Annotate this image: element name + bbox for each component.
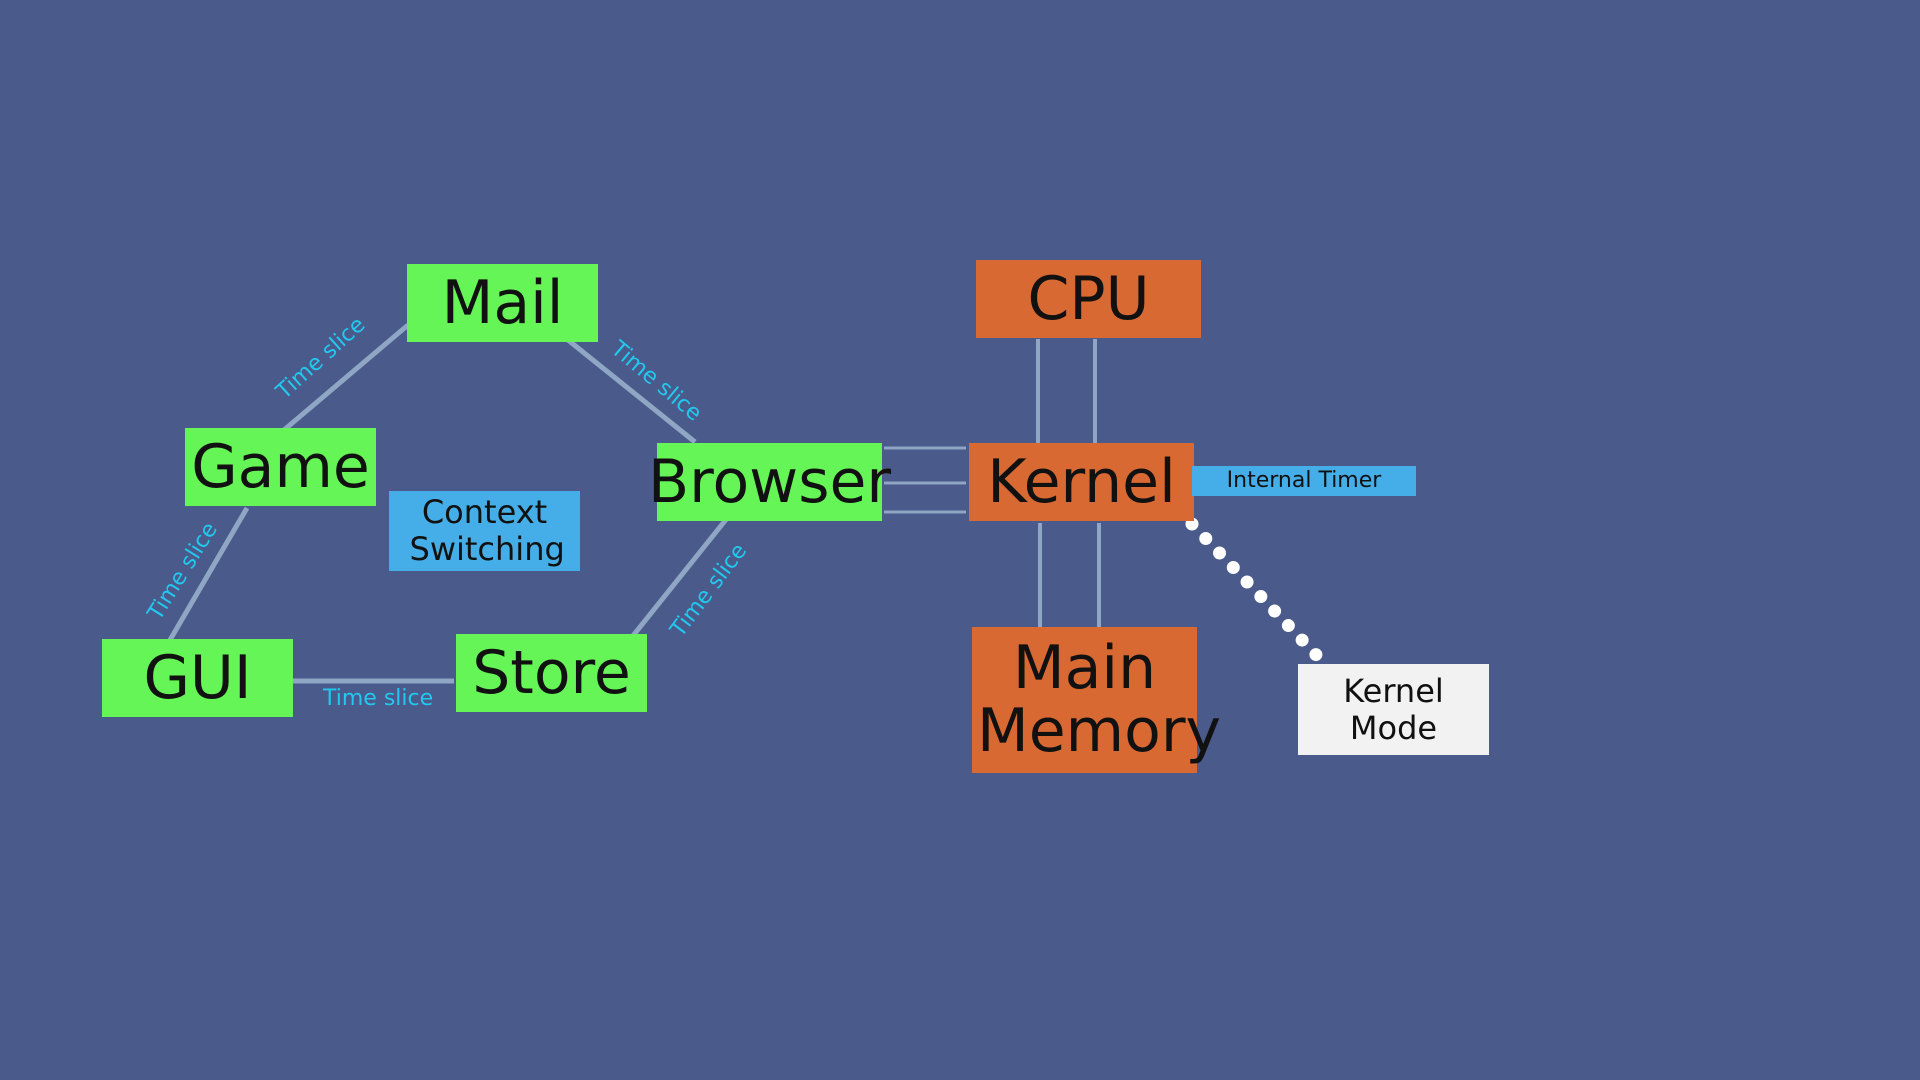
edge-store-browser — [630, 510, 734, 639]
context-switching-box: Context Switching — [389, 491, 580, 571]
process-browser-label: Browser — [647, 446, 892, 517]
kernel-mode-label: Kernel Mode — [1343, 671, 1444, 747]
cpu-label: CPU — [1027, 263, 1150, 334]
main-memory-label: Main Memory — [977, 633, 1222, 766]
context-switching-label: Context Switching — [409, 493, 565, 568]
process-gui-label: GUI — [143, 642, 252, 713]
process-mail-label: Mail — [441, 267, 564, 338]
cpu-box: CPU — [976, 260, 1201, 338]
process-mail: Mail — [407, 264, 598, 342]
process-gui: GUI — [102, 639, 293, 717]
process-store: Store — [456, 634, 647, 712]
edge-game-gui — [167, 506, 250, 642]
main-memory-box: Main Memory — [972, 627, 1222, 773]
internal-timer-label: Internal Timer — [1226, 468, 1382, 494]
process-game: Game — [185, 428, 376, 506]
kernel-box: Kernel — [969, 443, 1194, 521]
process-browser: Browser — [648, 443, 891, 521]
edge-mail-browser — [566, 338, 697, 444]
kernel-label: Kernel — [987, 446, 1176, 517]
edge-label-gui-store: Time slice — [323, 686, 434, 711]
internal-timer-box: Internal Timer — [1192, 466, 1416, 496]
process-game-label: Game — [191, 431, 370, 502]
kernel-mode-box: Kernel Mode — [1298, 664, 1489, 755]
process-store-label: Store — [472, 637, 631, 708]
edge-mail-game — [282, 323, 410, 432]
link-kernel-mode-dotted — [1185, 517, 1329, 668]
